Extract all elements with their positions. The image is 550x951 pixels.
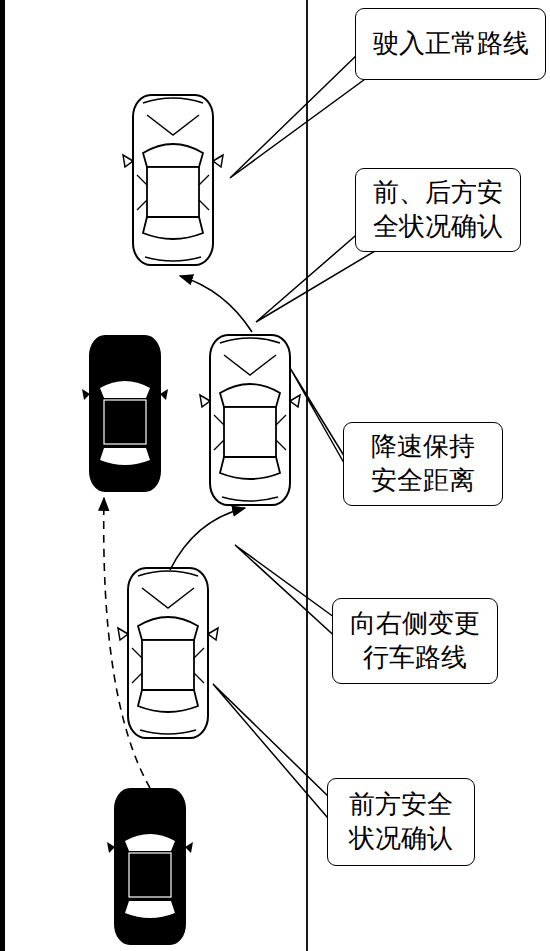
road-edge (0, 0, 5, 951)
callout-box: 前、后方安 全状况确认 (355, 168, 521, 252)
callout-box: 向右侧变更 行车路线 (332, 598, 498, 684)
car-white (123, 95, 223, 265)
dashed-path-arrow (104, 498, 150, 788)
callout-text: 前方安全 状况确认 (336, 788, 466, 856)
callout-text: 降速保持 安全距离 (352, 430, 494, 498)
callout-box: 驶入正常路线 (355, 8, 546, 80)
callout-box: 降速保持 安全距离 (343, 422, 503, 506)
callout-box: 前方安全 状况确认 (327, 778, 475, 866)
path-arrow (180, 276, 252, 332)
car-black (107, 789, 193, 944)
path-arrow (170, 508, 245, 570)
car-black (82, 336, 168, 491)
car-white (118, 568, 218, 738)
callout-text: 驶入正常路线 (373, 27, 529, 61)
lane-line (306, 0, 308, 951)
car-white (200, 335, 300, 505)
callout-text: 前、后方安 全状况确认 (364, 176, 512, 244)
callout-text: 向右侧变更 行车路线 (341, 607, 489, 675)
